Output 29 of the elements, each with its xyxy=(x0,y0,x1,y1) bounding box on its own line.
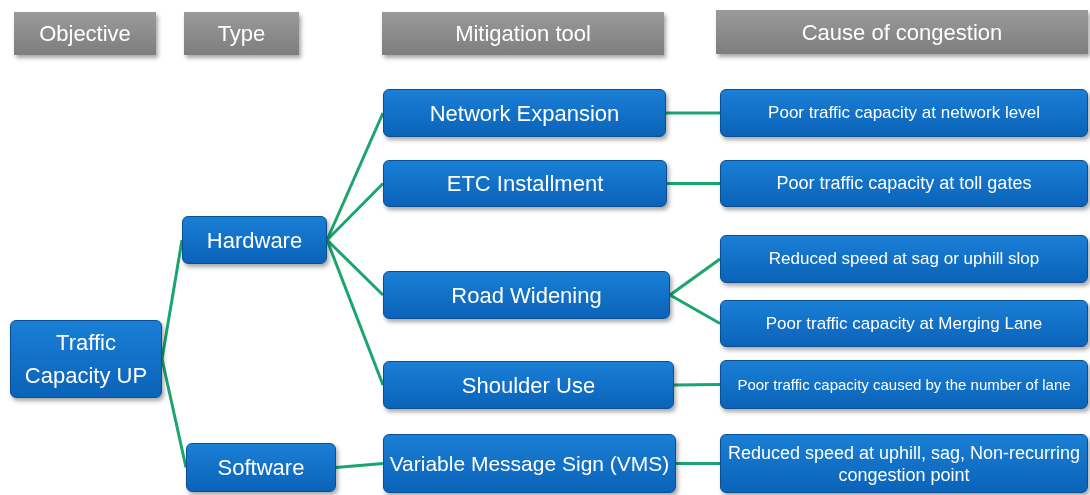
column-header: Type xyxy=(184,12,299,55)
process-box: Reduced speed at uphill, sag, Non-recurring congestion point xyxy=(720,434,1088,493)
column-header: Objective xyxy=(14,12,156,55)
process-box: Hardware xyxy=(182,216,327,264)
process-box: Poor traffic capacity at network level xyxy=(720,89,1088,137)
connector-line xyxy=(667,182,720,185)
connector-line xyxy=(669,293,721,325)
process-box: Poor traffic capacity caused by the number of lane xyxy=(720,360,1088,409)
process-box: Shoulder Use xyxy=(383,361,674,409)
column-header: Mitigation tool xyxy=(382,12,664,55)
process-box: Traffic Capacity UP xyxy=(10,320,162,398)
process-box: ETC Installment xyxy=(383,160,667,207)
connector-line xyxy=(160,239,184,360)
connector-line xyxy=(160,358,188,468)
process-box: Software xyxy=(186,443,336,492)
connector-line xyxy=(335,462,384,469)
connector-line xyxy=(325,238,385,297)
connector-line xyxy=(674,383,720,387)
process-box: Poor traffic capacity at toll gates xyxy=(720,160,1088,207)
process-box: Road Widening xyxy=(383,271,670,319)
process-box: Variable Message Sign (VMS) xyxy=(383,434,676,493)
connector-line xyxy=(676,462,720,465)
process-box: Network Expansion xyxy=(383,89,666,137)
connector-line xyxy=(669,257,721,297)
process-box: Poor traffic capacity at Merging Lane xyxy=(720,300,1088,347)
process-box: Reduced speed at sag or uphill slop xyxy=(720,235,1088,283)
connector-line xyxy=(325,182,385,242)
column-header: Cause of congestion xyxy=(716,10,1088,54)
connector-line xyxy=(666,111,720,115)
